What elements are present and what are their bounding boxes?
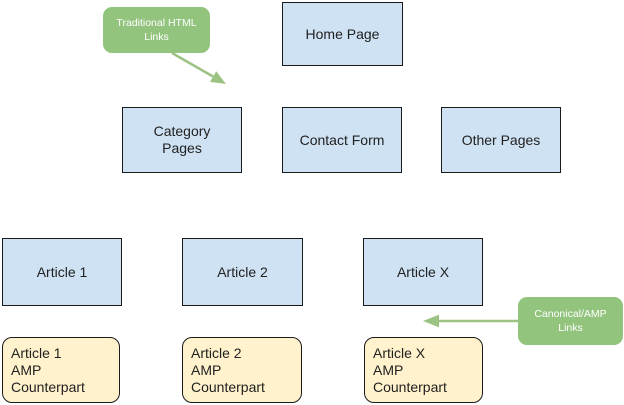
traditional-links-arrow [171,51,226,84]
node-article-x-amp-counterpart: Article X AMP Counterpart [364,337,483,403]
node-contact-form: Contact Form [282,107,402,173]
node-category-pages: Category Pages [122,107,242,173]
node-home-page: Home Page [282,2,403,66]
node-article-2-amp-counterpart: Article 2 AMP Counterpart [182,337,302,403]
canonical-links-arrow [423,314,518,328]
node-article-2: Article 2 [182,238,303,306]
callout-traditional-html-links: Traditional HTML Links [103,7,210,53]
callout-canonical-amp-links: Canonical/AMP Links [518,297,623,345]
node-article-1: Article 1 [2,238,122,306]
node-other-pages: Other Pages [441,107,561,173]
node-article-x: Article X [363,238,483,306]
node-article-1-amp-counterpart: Article 1 AMP Counterpart [2,337,120,403]
